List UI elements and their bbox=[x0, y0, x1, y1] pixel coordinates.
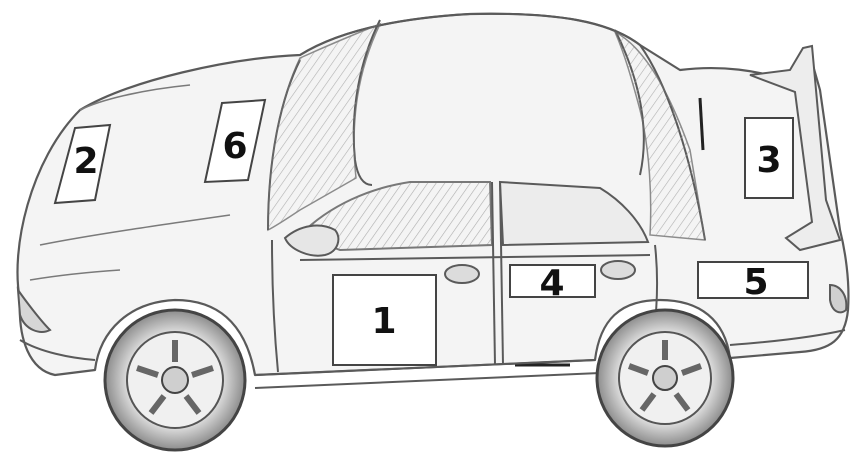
front-wheel bbox=[105, 310, 245, 450]
label-4: 4 bbox=[539, 263, 564, 304]
rear-wheel bbox=[597, 310, 733, 446]
label-1: 1 bbox=[371, 301, 396, 342]
panel-door-rear: 4 bbox=[510, 263, 595, 304]
panel-rear-quarter: 5 bbox=[698, 262, 808, 303]
panel-trunk-lid: 3 bbox=[745, 118, 793, 198]
panel-door-front: 1 bbox=[333, 275, 436, 365]
label-2: 2 bbox=[73, 141, 98, 182]
label-5: 5 bbox=[743, 262, 768, 303]
label-3: 3 bbox=[756, 140, 781, 181]
label-6: 6 bbox=[222, 126, 247, 167]
